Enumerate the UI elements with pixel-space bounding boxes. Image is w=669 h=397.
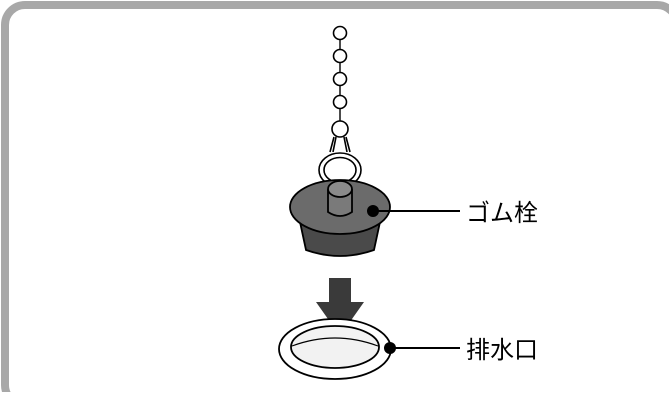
chain [329, 25, 351, 153]
plug-leader [367, 205, 460, 217]
drain-label: 排水口 [466, 336, 538, 364]
drain-leader [384, 342, 460, 354]
down-arrow-icon [316, 278, 364, 336]
drain [278, 318, 392, 380]
rubber-plug-label: ゴム栓 [466, 199, 538, 227]
rubber-plug [289, 179, 391, 257]
